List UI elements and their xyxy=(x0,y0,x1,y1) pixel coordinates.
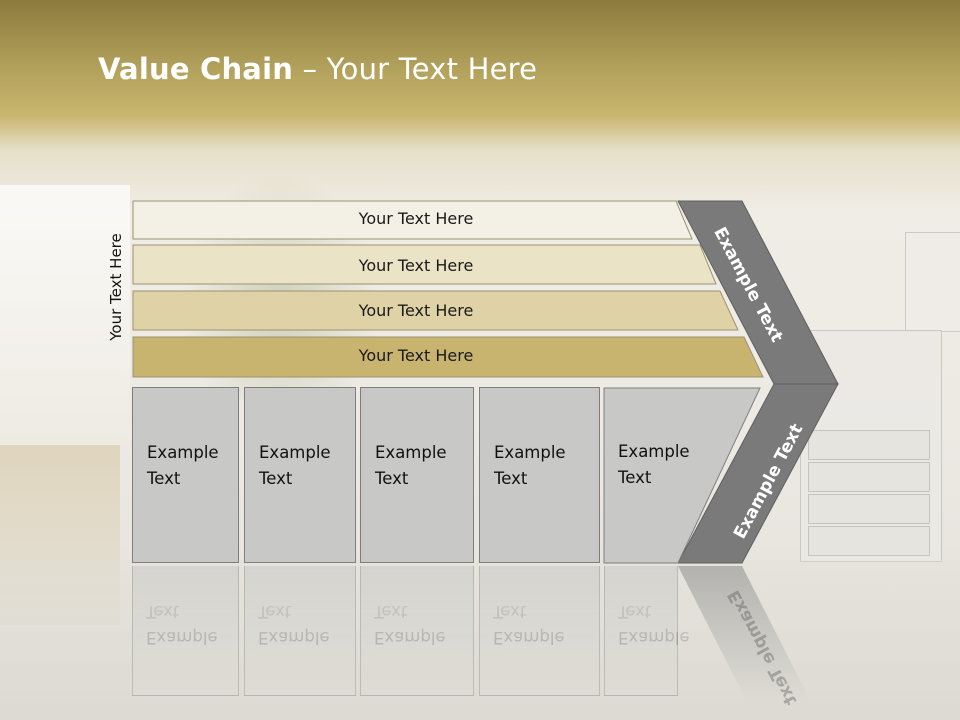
activity-box-3[interactable]: Example Text xyxy=(360,387,474,563)
box-5-line-2: Text xyxy=(618,468,652,487)
box-1-line-1: Example xyxy=(147,443,219,462)
band-shape-1[interactable] xyxy=(132,200,693,240)
box-reflection xyxy=(244,566,356,696)
box-2-line-1: Example xyxy=(259,443,331,462)
band-shape-4[interactable] xyxy=(132,336,764,378)
chevron-reflection-shape xyxy=(678,566,810,700)
chevron-bottom-shape[interactable] xyxy=(677,383,839,564)
activity-box-5[interactable]: Example Text xyxy=(604,387,694,563)
activity-box-4[interactable]: Example Text xyxy=(479,387,600,563)
box-3-line-2: Text xyxy=(375,469,409,488)
slide-title[interactable]: Value Chain – Your Text Here xyxy=(98,52,537,86)
box-reflection xyxy=(604,566,678,696)
band-label-3: Your Text Here xyxy=(358,301,474,320)
box-5-line-1: Example xyxy=(618,442,690,461)
title-rest: – Your Text Here xyxy=(293,52,538,86)
activity-box-2[interactable]: Example Text xyxy=(244,387,356,563)
box-reflection xyxy=(132,566,239,696)
background-window xyxy=(0,185,130,445)
box-4-line-2: Text xyxy=(494,469,528,488)
box-4-line-1: Example xyxy=(494,443,566,462)
band-label-1: Your Text Here xyxy=(358,209,474,228)
box-reflection xyxy=(360,566,474,696)
band-label-4: Your Text Here xyxy=(358,346,474,365)
background-drawer xyxy=(808,462,930,492)
box-reflection xyxy=(479,566,600,696)
box-1-line-2: Text xyxy=(147,469,181,488)
activity-box-1[interactable]: Example Text xyxy=(132,387,239,563)
box-5-shape[interactable] xyxy=(603,387,761,564)
band-shape-2[interactable] xyxy=(132,244,717,285)
background-drawer xyxy=(808,430,930,460)
background-drawer xyxy=(808,494,930,524)
background-drawer xyxy=(808,526,930,556)
band-shape-3[interactable] xyxy=(132,290,739,331)
title-bold: Value Chain xyxy=(98,52,294,86)
band-label-2: Your Text Here xyxy=(358,256,474,275)
box-3-line-1: Example xyxy=(375,443,447,462)
box-2-line-2: Text xyxy=(259,469,293,488)
